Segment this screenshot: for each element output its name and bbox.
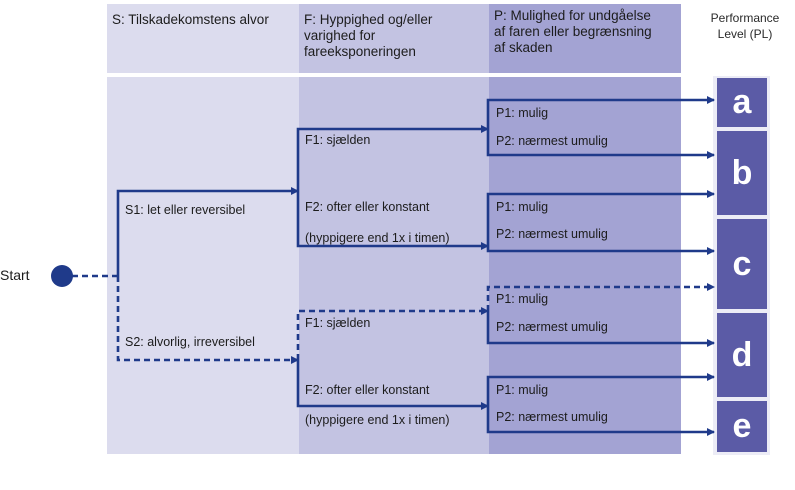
pl-box-a: a xyxy=(717,78,767,127)
p1-label: P1: mulig xyxy=(496,383,549,397)
performance-level-header-line: Performance xyxy=(710,11,780,25)
pl-box-c: c xyxy=(717,219,767,309)
s1-label: S1: let eller reversibel xyxy=(125,203,246,217)
p-node-3 xyxy=(486,283,715,311)
severity-column xyxy=(107,4,299,454)
severity-header: S: Tilskadekomstens alvor xyxy=(112,12,269,28)
f2-bottom-label: F2: ofter eller konstant xyxy=(305,383,430,397)
p-node-3-p2 xyxy=(486,311,715,347)
f1-top-branch xyxy=(296,125,489,191)
f2-top-note: (hyppigere end 1x i timen) xyxy=(305,231,450,245)
avoidance-header-line: af faren eller begrænsning xyxy=(494,24,652,39)
frequency-header-line: fareeksponeringen xyxy=(304,44,416,59)
avoidance-header: P: Mulighed for undgåelse af faren eller… xyxy=(494,8,652,56)
f1-bottom-label: F1: sjælden xyxy=(305,316,371,330)
s1-branch xyxy=(116,187,299,276)
frequency-header-line: F: Hyppighed og/eller xyxy=(304,12,433,27)
p1-label: P1: mulig xyxy=(496,106,549,120)
performance-level-header-line: Level (PL) xyxy=(717,27,773,41)
p-node-2-p2 xyxy=(486,246,715,255)
p-node-1 xyxy=(486,96,715,129)
f2-top-label: F2: ofter eller konstant xyxy=(305,200,430,214)
severity-header-line: S: Tilskadekomstens alvor xyxy=(112,12,269,27)
p2-label: P2: nærmest umulig xyxy=(496,410,608,424)
header-divider xyxy=(107,73,683,77)
p1-label: P1: mulig xyxy=(496,292,549,306)
f1-top-label: F1: sjælden xyxy=(305,133,371,147)
p-node-1-p2 xyxy=(486,129,715,159)
p-node-4 xyxy=(486,373,715,406)
start-dot xyxy=(51,265,73,287)
avoidance-header-line: P: Mulighed for undgåelse xyxy=(494,8,651,23)
avoidance-header-line: af skaden xyxy=(494,40,553,55)
frequency-header: F: Hyppighed og/eller varighed for faree… xyxy=(304,12,432,60)
s2-label: S2: alvorlig, irreversibel xyxy=(125,335,255,349)
avoidance-column xyxy=(489,4,681,454)
pl-box-e: e xyxy=(717,401,767,452)
p1-label: P1: mulig xyxy=(496,200,549,214)
p-node-4-p2 xyxy=(486,406,715,436)
p-node-2 xyxy=(486,190,715,246)
p2-label: P2: nærmest umulig xyxy=(496,320,608,334)
frequency-column xyxy=(299,4,489,454)
performance-level-header: Performance Level (PL) xyxy=(700,10,790,42)
f2-bottom-note: (hyppigere end 1x i timen) xyxy=(305,413,450,427)
f2-bottom-branch xyxy=(296,360,489,410)
pl-box-d: d xyxy=(717,313,767,397)
p2-label: P2: nærmest umulig xyxy=(496,134,608,148)
s2-branch xyxy=(116,276,299,364)
pl-box-b: b xyxy=(717,131,767,215)
f2-top-branch xyxy=(296,191,489,250)
start-label: Start xyxy=(0,267,30,283)
frequency-header-line: varighed for xyxy=(304,28,376,43)
f1-bottom-branch xyxy=(296,307,489,360)
p2-label: P2: nærmest umulig xyxy=(496,227,608,241)
